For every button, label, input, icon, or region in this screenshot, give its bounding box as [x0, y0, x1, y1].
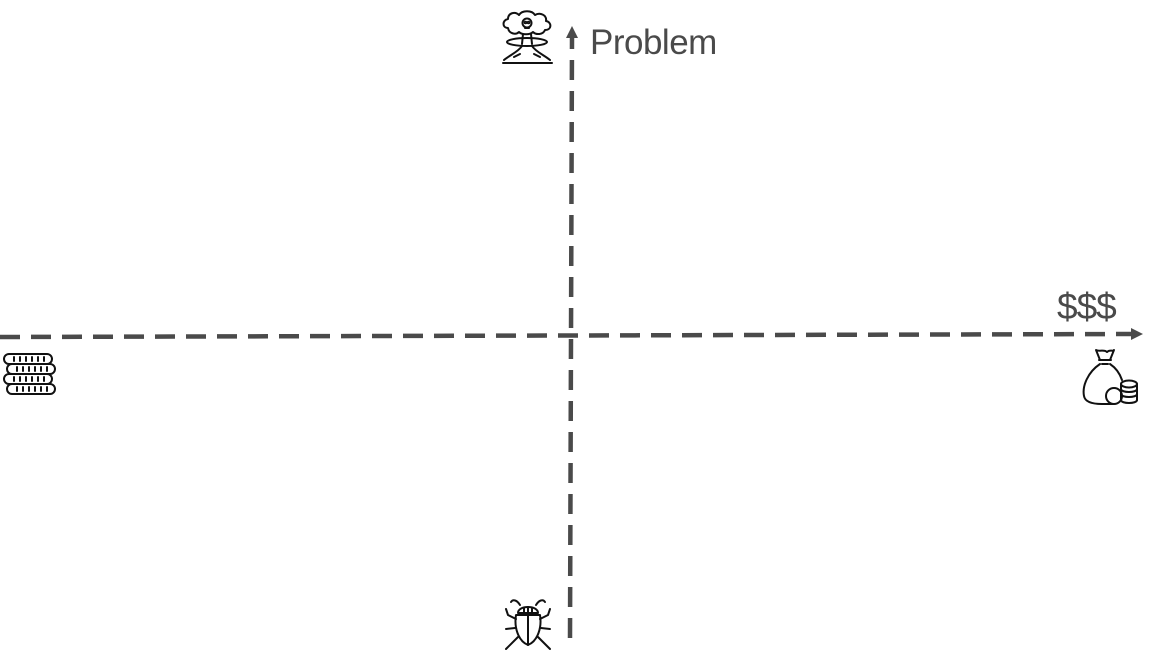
y-axis-line: [567, 37, 575, 639]
money-bag-icon: [1082, 349, 1138, 405]
x-axis-label: $$$: [1057, 286, 1117, 327]
bug-icon: [505, 599, 551, 650]
x-axis-line: [0, 331, 1133, 340]
x-axis-arrowhead: [1131, 328, 1143, 340]
y-axis-arrowhead: [566, 26, 578, 38]
mushroom-cloud-icon: [502, 10, 553, 64]
y-axis-label: Problem: [590, 23, 717, 62]
coin-stack-icon: [3, 353, 56, 395]
